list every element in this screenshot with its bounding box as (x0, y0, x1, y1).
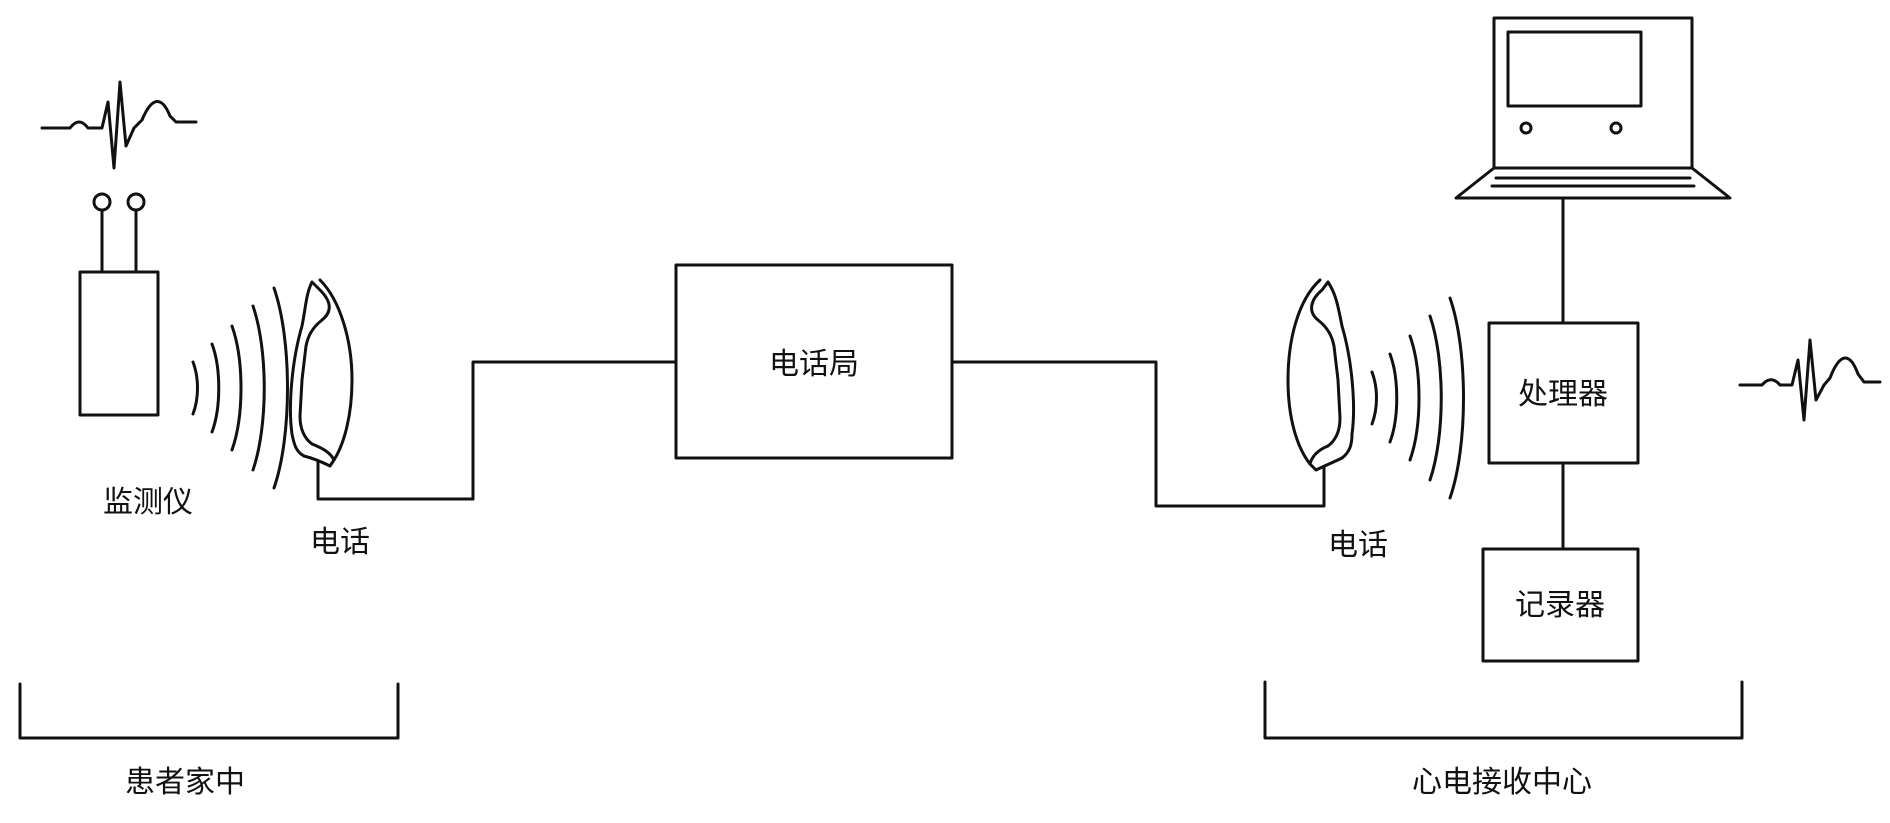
signal-waves-icon-left (191, 286, 289, 490)
phone-right-label: 电话 (1328, 528, 1388, 563)
patient-home-label: 患者家中 (125, 765, 245, 800)
bracket-ecg-center (1263, 680, 1744, 740)
recorder-box (1481, 547, 1640, 663)
signal-waves-icon-right (1370, 296, 1465, 500)
ecg-center-label: 心电接收中心 (1412, 765, 1592, 800)
phone-left-label: 电话 (310, 525, 370, 560)
ecg-waveform-icon-left (40, 80, 198, 170)
telephone-handset-icon-right (1308, 280, 1356, 472)
recorder-label: 记录器 (1515, 588, 1605, 623)
processor-label: 处理器 (1518, 377, 1608, 412)
monitor-device-icon (78, 192, 160, 417)
bracket-patient-home (18, 682, 400, 740)
computer-terminal-icon (1454, 16, 1732, 200)
telephone-handset-icon-left (288, 280, 336, 468)
monitor-label: 监测仪 (103, 485, 193, 520)
ecg-waveform-icon-right (1738, 338, 1882, 422)
exchange-label: 电话局 (769, 347, 859, 382)
phone-line-left (316, 360, 678, 501)
phone-line-right (950, 360, 1326, 508)
